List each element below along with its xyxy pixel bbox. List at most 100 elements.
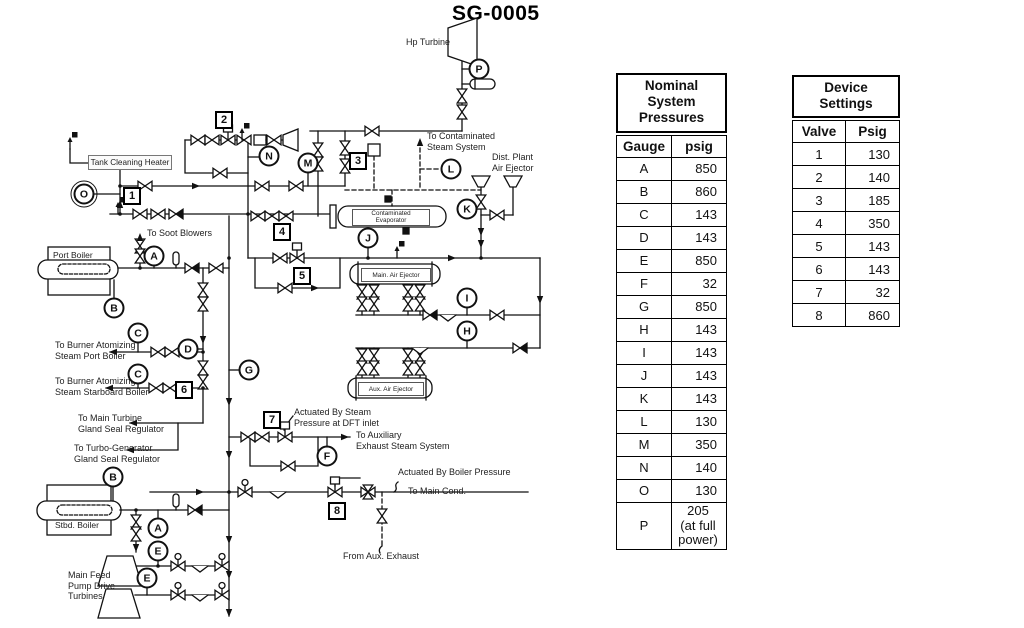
gauge-b: B <box>102 466 124 488</box>
cell: B <box>616 179 672 204</box>
gauge-n: N <box>258 145 280 167</box>
label-to-main-cond: To Main Cond. <box>408 486 467 496</box>
cell: 4 <box>792 211 846 236</box>
valve-tag-7: 7 <box>263 411 281 429</box>
gauge-o: O <box>70 180 98 208</box>
label-to-soot-blowers: To Soot Blowers <box>147 228 213 238</box>
stbd-boiler-label: Stbd. Boiler <box>55 520 99 530</box>
cell: M <box>616 432 672 457</box>
gauge-f: F <box>316 445 338 467</box>
gauge-e: E <box>147 540 169 562</box>
gauge-c: C <box>127 322 149 344</box>
cell: 130 <box>671 478 727 503</box>
nominal-table-title: Nominal System Pressures <box>616 73 727 133</box>
cell: 143 <box>671 202 727 227</box>
label-main-feed-pump-drive-turbines: Main Feed Pump Drive Turbines <box>68 570 116 602</box>
column-header-gauge: Gauge <box>616 134 672 158</box>
cell: K <box>616 386 672 411</box>
gauge-k: K <box>456 198 478 220</box>
cell: 32 <box>845 280 900 305</box>
column-header-psig: psig <box>671 134 727 158</box>
gauge-i: I <box>456 287 478 309</box>
cell: P <box>616 501 672 551</box>
cell: 143 <box>671 317 727 342</box>
cell: 140 <box>845 165 900 190</box>
cell: A <box>616 156 672 181</box>
cell: 5 <box>792 234 846 259</box>
main-air-ejector-label: Main. Air Ejector <box>361 268 431 282</box>
gauge-a: A <box>143 245 165 267</box>
tank-cleaning-heater-label: Tank Cleaning Heater <box>88 155 172 170</box>
gauge-a: A <box>147 517 169 539</box>
cell: F <box>616 271 672 296</box>
label-from-aux-exhaust: From Aux. Exhaust <box>343 551 420 561</box>
cell: 850 <box>671 156 727 181</box>
cell: 130 <box>845 142 900 167</box>
label-hp-turbine: Hp Turbine <box>406 37 451 47</box>
cell: J <box>616 363 672 388</box>
cell: 1 <box>792 142 846 167</box>
label-actuated-by-steam: Actuated By Steam Pressure at DFT inlet <box>294 407 379 428</box>
cell: 130 <box>671 409 727 434</box>
port-boiler-label: Port Boiler <box>53 250 93 260</box>
cell: 6 <box>792 257 846 282</box>
valve-tag-5: 5 <box>293 267 311 285</box>
cell: 143 <box>671 340 727 365</box>
cell: L <box>616 409 672 434</box>
label-to-burner-atomizing-port: To Burner Atomizing Steam Port Boiler <box>55 340 136 361</box>
gauge-d: D <box>177 338 199 360</box>
device-table-title: Device Settings <box>792 75 900 119</box>
cell: N <box>616 455 672 480</box>
cell: 143 <box>671 363 727 388</box>
cell: E <box>616 248 672 273</box>
cell: H <box>616 317 672 342</box>
label-dist-plant-air-ejector: Dist. Plant Air Ejector <box>492 152 534 173</box>
gauge-g: G <box>238 359 260 381</box>
cell: 143 <box>845 234 900 259</box>
cell: 143 <box>845 257 900 282</box>
diagram-overlay: Tank Cleaning Heater Port Boiler Stbd. B… <box>53 37 534 602</box>
valve-tag-6: 6 <box>175 381 193 399</box>
cell: 32 <box>671 271 727 296</box>
cell: 850 <box>671 248 727 273</box>
cell: 860 <box>671 179 727 204</box>
cell: 2 <box>792 165 846 190</box>
cell: 860 <box>845 303 900 328</box>
valve-tag-3: 3 <box>349 152 367 170</box>
valve-tag-4: 4 <box>273 223 291 241</box>
valve-tag-8: 8 <box>328 502 346 520</box>
gauge-c: C <box>127 363 149 385</box>
valve-tag-1: 1 <box>123 187 141 205</box>
cell: 185 <box>845 188 900 213</box>
gauge-m: M <box>297 152 319 174</box>
cell: I <box>616 340 672 365</box>
gauge-l: L <box>440 158 462 180</box>
cell: 3 <box>792 188 846 213</box>
label-actuated-by-boiler-pressure: Actuated By Boiler Pressure <box>398 467 511 477</box>
cell: 8 <box>792 303 846 328</box>
label-to-burner-atomizing-stbd: To Burner Atomizing Steam Starboard Boil… <box>55 376 149 397</box>
cell: 350 <box>845 211 900 236</box>
cell: 143 <box>671 386 727 411</box>
